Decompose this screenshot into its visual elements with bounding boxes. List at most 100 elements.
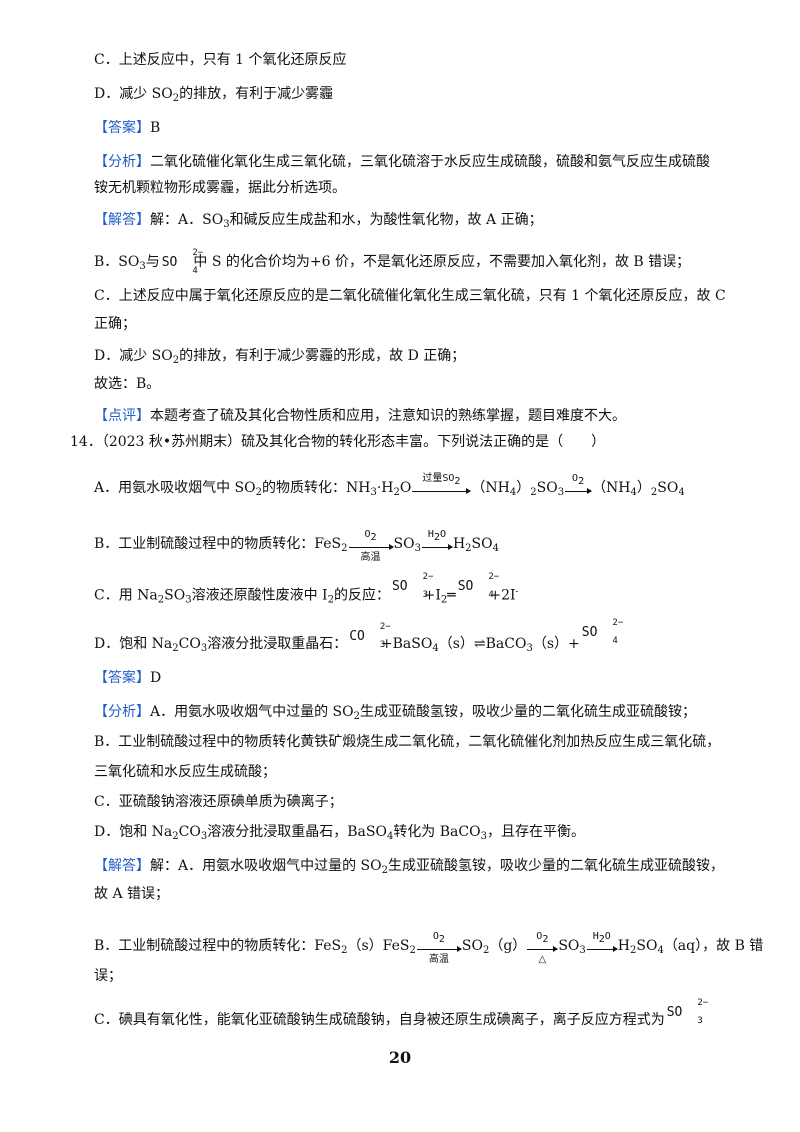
arrow-condition: 高温 xyxy=(360,552,381,563)
solution-line-d: D．减少 SO2的排放，有利于减少雾霾的形成，故 D 正确； xyxy=(94,346,740,371)
arrow-label: O2 xyxy=(417,927,461,950)
text: 中 S 的化合价均为+6 价，不是氧化还原反应，不需要加入氧化剂，故 B 错误； xyxy=(193,254,691,270)
arrow-text: O xyxy=(364,529,371,540)
ion-charge: 2− xyxy=(488,571,500,582)
text: SO xyxy=(393,536,415,552)
ion-subscript: 3 xyxy=(697,1016,703,1026)
ion-base: SO xyxy=(457,578,474,594)
text: +2I xyxy=(489,587,516,604)
text: （NH xyxy=(592,480,631,496)
solution-line-a: 【解答】解：A．SO3和碱反应生成盐和水，为酸性氧化物，故 A 正确； xyxy=(94,210,740,235)
ion-charge: 2− xyxy=(379,622,391,632)
option-d-line: D．减少 SO2的排放，有利于减少雾霾 xyxy=(94,84,740,109)
question-14-stem: 14．（2023 秋•苏州期末）硫及其化合物的转化形态丰富。下列说法正确的是（ … xyxy=(70,432,740,452)
text: SO xyxy=(636,938,658,954)
text: C．亚硫酸钠溶液还原碘单质为碘离子； xyxy=(94,794,343,810)
subscript: 2 xyxy=(578,476,585,487)
reaction-arrow: O2 xyxy=(565,473,593,494)
text: 误； xyxy=(94,968,122,984)
subscript: 4 xyxy=(678,487,685,498)
subscript: 2 xyxy=(542,934,549,945)
text: SO xyxy=(558,938,580,954)
text: +I xyxy=(423,587,441,604)
text: 二氧化硫催化氧化生成三氧化硫，三氧化硫溶于水反应生成硫酸，硫酸和氨气反应生成硫酸 xyxy=(150,154,710,170)
subscript: 4 xyxy=(386,831,394,842)
text: 和碱反应生成盐和水，为酸性氧化物，故 A 正确； xyxy=(229,212,543,228)
analysis-2-b-cont: 三氧化硫和水反应生成硫酸； xyxy=(94,762,740,782)
subscript: 3 xyxy=(526,643,533,654)
text: D．减少 SO xyxy=(94,86,173,102)
text: 生成亚硫酸氢铵，吸收少量的二氧化硫生成亚硫酸铵， xyxy=(388,858,725,874)
solution-end: 故选：B。 xyxy=(94,374,740,394)
arrow-text: 过量SO xyxy=(422,473,455,484)
text: （s）FeS xyxy=(347,938,410,954)
subscript: 2 xyxy=(341,945,348,956)
text: ·H xyxy=(376,480,394,496)
text: B．工业制硫酸过程中的物质转化：FeS xyxy=(94,536,342,552)
subscript: 2 xyxy=(454,476,461,487)
arrow-condition: △ xyxy=(538,954,547,965)
answer-value: B xyxy=(150,120,161,136)
text: （aq），故 B 错 xyxy=(663,938,764,954)
ion-charge: 2− xyxy=(697,998,709,1008)
subscript: 2 xyxy=(172,643,179,654)
text: SO xyxy=(471,536,493,552)
arrow-label: O2 xyxy=(527,927,557,950)
subscript: 2 xyxy=(370,532,377,543)
reaction-arrow: H2O xyxy=(586,931,618,952)
subscript: 3 xyxy=(139,261,146,272)
subscript: 4 xyxy=(657,945,664,956)
text: SO xyxy=(536,480,558,496)
answer-line-1: 【答案】B xyxy=(94,118,740,138)
ion-subscript: 4 xyxy=(612,636,618,646)
text: 解：A．SO xyxy=(150,212,224,228)
text: 的排放，有利于减少雾霾 xyxy=(179,86,334,102)
ion-charge: 2− xyxy=(192,248,204,258)
arrow-label: O2 xyxy=(349,525,393,548)
text: 溶液分批浸取重晶石，BaSO xyxy=(207,824,387,840)
subscript: 2 xyxy=(409,945,416,956)
subscript: 2 xyxy=(381,865,389,876)
reaction-arrow: O2 高温 xyxy=(348,529,394,563)
text: D．饱和 Na xyxy=(94,824,173,840)
text: A．用氨水吸收烟气中过量的 SO xyxy=(150,704,354,720)
solution-2-c: C．碘具有氧化性，能氧化亚硫酸钠生成硫酸钠，自身被还原生成碘离子，离子反应方程式… xyxy=(94,998,740,1031)
ion-charge: 2− xyxy=(422,571,434,582)
text: 的物质转化：NH xyxy=(262,480,371,496)
subscript: 2 xyxy=(172,93,180,104)
text: 故选：B。 xyxy=(94,376,161,392)
arrow-text: O xyxy=(536,931,543,942)
arrow-condition: 高温 xyxy=(428,954,449,965)
ion-base: SO xyxy=(161,255,178,270)
subscript: 2 xyxy=(172,355,180,366)
superscript: - xyxy=(515,587,519,597)
sulfate-ion: SO 2− 4 xyxy=(161,248,204,276)
option-c-line: C．上述反应中，只有 1 个氧化还原反应 xyxy=(94,50,740,70)
answer-tag: 【答案】 xyxy=(94,120,150,136)
subscript: 3 xyxy=(414,543,421,554)
subscript: 4 xyxy=(492,543,499,554)
page-number: 20 xyxy=(388,1048,412,1067)
ion-subscript: 4 xyxy=(192,266,198,276)
analysis-2-a: 【分析】A．用氨水吸收烟气中过量的 SO2生成亚硫酸氢铵，吸收少量的二氧化硫生成… xyxy=(94,702,740,727)
subscript: 2 xyxy=(530,487,537,498)
text: SO xyxy=(461,938,483,954)
solution-2-a-cont: 故 A 错误； xyxy=(94,884,740,904)
ion-subscript: 3 xyxy=(379,640,386,650)
text: SO xyxy=(164,587,186,604)
text: A．用氨水吸收烟气中 SO xyxy=(94,480,256,496)
analysis-line-1-cont: 铵无机颗粒物形成雾霾，据此分析选项。 xyxy=(94,178,740,198)
text: CO xyxy=(178,636,201,652)
solution-2-b-cont: 误； xyxy=(94,966,740,986)
text: 的排放，有利于减少雾霾的形成，故 D 正确； xyxy=(179,348,466,364)
text: C．碘具有氧化性，能氧化亚硫酸钠生成硫酸钠，自身被还原生成碘离子，离子反应方程式… xyxy=(94,1012,665,1028)
answer-line-2: 【答案】D xyxy=(94,668,740,688)
review-tag: 【点评】 xyxy=(94,408,150,424)
